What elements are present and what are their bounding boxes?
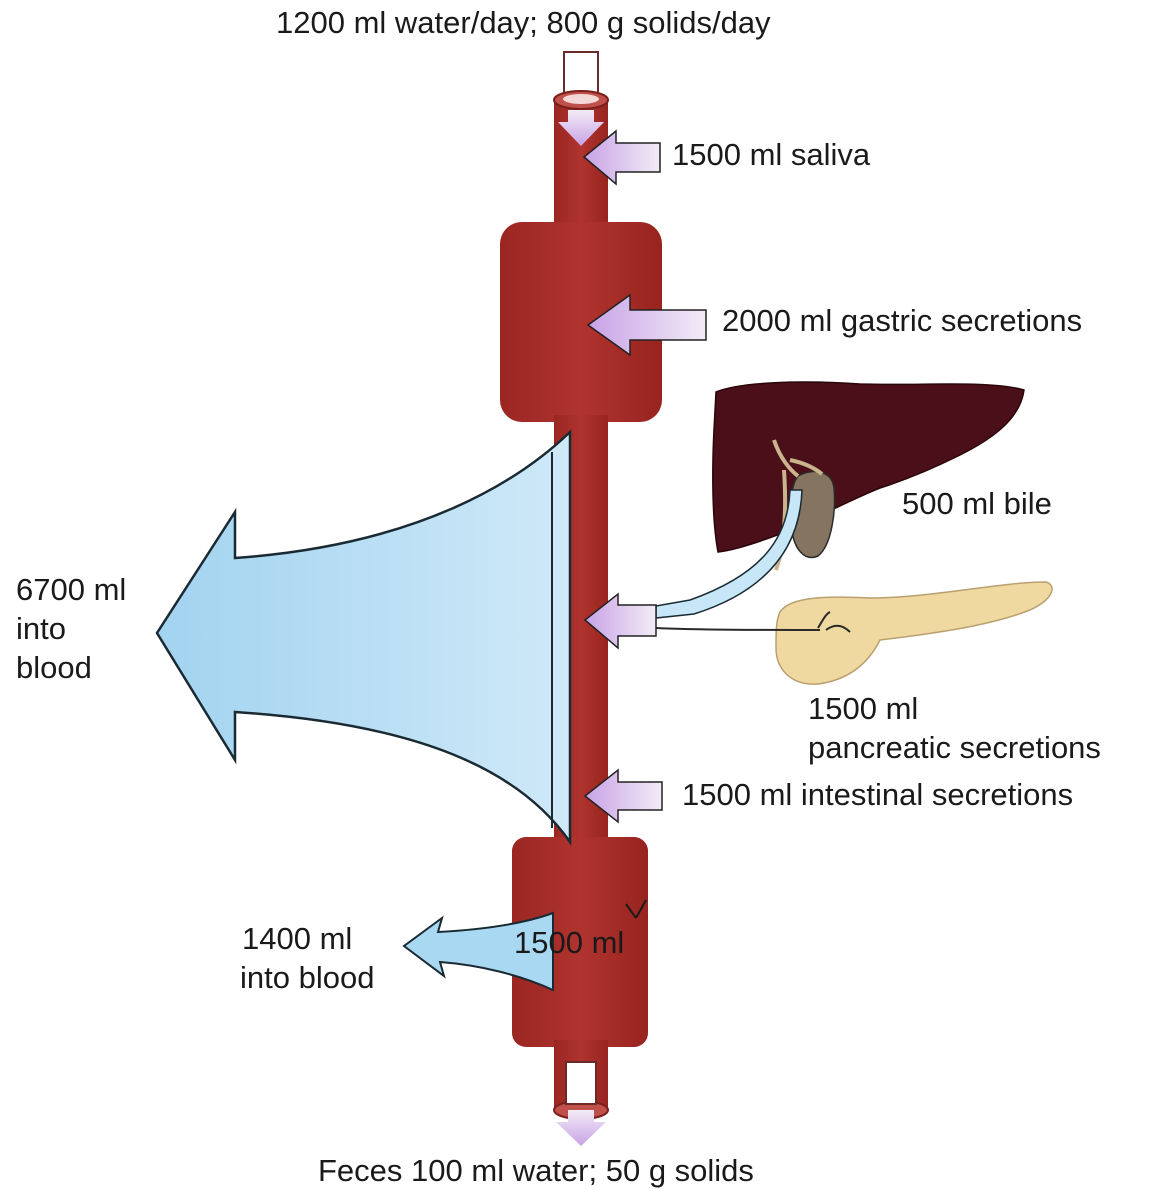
bile-label: 500 ml bile — [902, 485, 1052, 523]
pancreatic-amount-label: 1500 ml — [808, 690, 918, 728]
absorbed-small-into: into — [16, 610, 66, 648]
small-intestine-absorption-arrow-icon — [157, 432, 570, 842]
pancreatic-name-label: pancreatic secretions — [808, 729, 1101, 767]
colon-input-label: 1500 ml — [514, 924, 624, 962]
absorbed-small-amount: 6700 ml — [16, 571, 126, 609]
feces-label: Feces 100 ml water; 50 g solids — [318, 1152, 754, 1190]
intestinal-label: 1500 ml intestinal secretions — [682, 776, 1073, 814]
intake-label: 1200 ml water/day; 800 g solids/day — [276, 4, 771, 42]
gastric-label: 2000 ml gastric secretions — [722, 302, 1082, 340]
saliva-label: 1500 ml saliva — [672, 136, 870, 174]
feces-outlet — [566, 1062, 596, 1104]
liver-icon — [713, 382, 1024, 570]
absorbed-small-blood: blood — [16, 649, 92, 687]
absorbed-large-amount: 1400 ml — [242, 920, 352, 958]
absorbed-large-into-blood: into blood — [240, 959, 374, 997]
